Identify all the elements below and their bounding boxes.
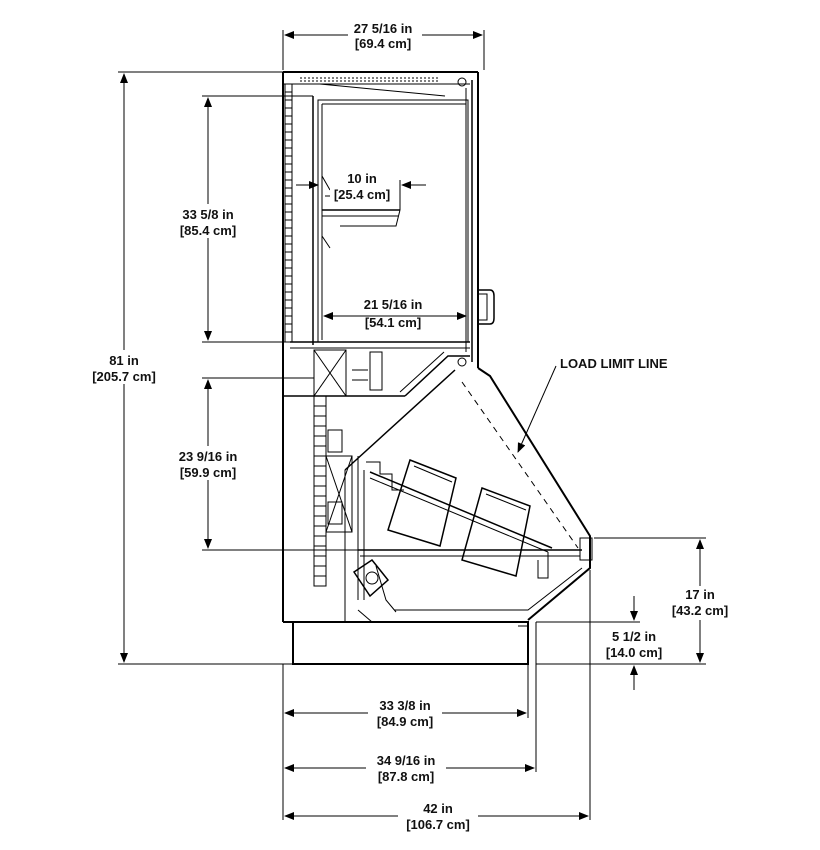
dim-overall-height-imperial: 81 in [109,353,139,368]
dim-overall-depth-metric: [106.7 cm] [406,817,470,832]
dim-upper-inner-width: 21 5/16 in [54.1 cm] [352,296,434,332]
front-canopy [477,367,591,621]
dim-lower-height-metric: [59.9 cm] [180,465,236,480]
dim-base-depth-metric: [84.9 cm] [377,714,433,729]
evaporator-fan [352,558,397,613]
dim-overall-height-metric: [205.7 cm] [92,369,156,384]
dim-upper-height: 33 5/8 in [85.4 cm] [172,204,244,238]
dim-upper-height-imperial: 33 5/8 in [182,207,233,222]
load-limit-line [461,381,579,549]
load-limit-leader [517,365,557,453]
dim-upper-inner-width-imperial: 21 5/16 in [364,297,423,312]
dim-bumper-depth-imperial: 34 9/16 in [377,753,436,768]
dim-top-width-metric: [69.4 cm] [355,36,411,51]
front-light-box [579,537,593,561]
dim-base-depth: 33 3/8 in [84.9 cm] [368,698,442,729]
dim-base-height: 5 1/2 in [14.0 cm] [606,629,662,660]
dim-upper-height-metric: [85.4 cm] [180,223,236,238]
dim-upper-inner-width-metric: [54.1 cm] [365,315,421,330]
dim-lower-height-imperial: 23 9/16 in [179,449,238,464]
dim-top-width: 27 5/16 in [69.4 cm] [348,20,422,51]
top-vent-grille [300,77,440,82]
door-handle [478,289,495,325]
dim-front-height-imperial: 17 in [685,587,715,602]
food-pan-1 [387,459,457,547]
rear-duct-upper [284,83,293,343]
dim-top-width-imperial: 27 5/16 in [354,21,413,36]
load-limit-label: LOAD LIMIT LINE [560,356,668,371]
dim-front-height: 17 in [43.2 cm] [662,586,740,620]
dim-base-depth-imperial: 33 3/8 in [379,698,430,713]
dim-lower-height: 23 9/16 in [59.9 cm] [170,446,248,480]
dim-shelf-depth-metric: [25.4 cm] [334,187,390,202]
case-body [282,71,593,665]
base [292,621,529,665]
dim-base-height-metric: [14.0 cm] [606,645,662,660]
dim-overall-depth-imperial: 42 in [423,801,453,816]
dim-shelf-depth-imperial: 10 in [347,171,377,186]
dim-bumper-depth-metric: [87.8 cm] [378,769,434,784]
dim-base-height-imperial: 5 1/2 in [612,629,656,644]
rear-duct-lower [313,395,327,587]
dim-front-height-metric: [43.2 cm] [672,603,728,618]
dim-overall-depth: 42 in [106.7 cm] [398,800,478,834]
dim-overall-height: 81 in [205.7 cm] [84,350,164,384]
lower-shelf [369,471,553,579]
dim-bumper-depth: 34 9/16 in [87.8 cm] [366,752,446,784]
food-pan-2 [461,487,531,577]
dim-shelf-depth: 10 in [25.4 cm] [330,171,394,203]
